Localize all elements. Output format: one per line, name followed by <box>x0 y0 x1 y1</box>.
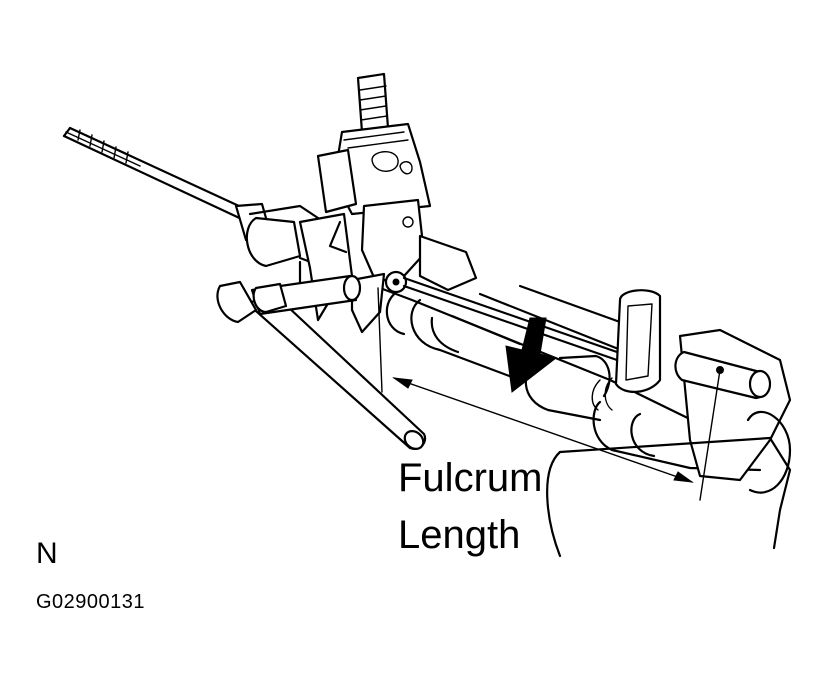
pinion-valve-housing <box>316 72 432 216</box>
direction-arrow <box>505 317 558 393</box>
figure-code: G02900131 <box>36 591 146 613</box>
tension-rod <box>402 276 642 370</box>
fulcrum-label: Fulcrum <box>398 456 543 500</box>
pivot-handle-bar <box>216 274 427 450</box>
orientation-mark: N <box>36 537 58 570</box>
tie-rod <box>62 126 272 242</box>
fulcrum-length-dimension <box>377 287 721 501</box>
pivot-joint <box>384 270 408 294</box>
pull-scale-bracket <box>298 198 478 334</box>
rack-end-clamp <box>614 289 772 400</box>
length-label: Length <box>398 513 521 557</box>
